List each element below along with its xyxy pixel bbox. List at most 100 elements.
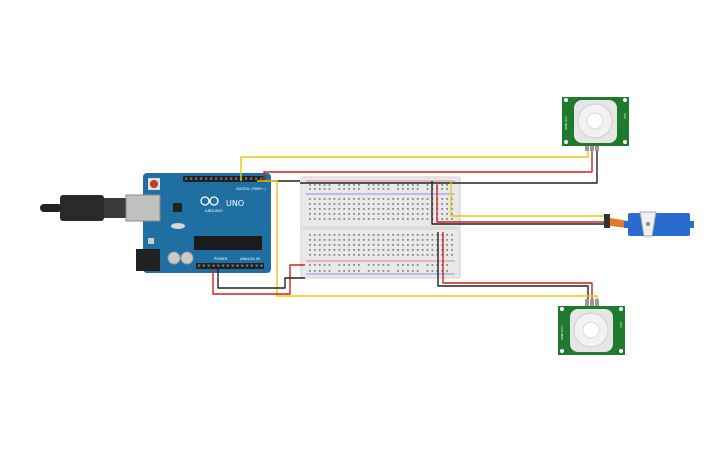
terminal-hole <box>333 239 336 241</box>
terminal-hole <box>372 198 375 200</box>
terminal-hole <box>348 244 350 246</box>
pir-sensor-bottom: GND OUT VCC <box>558 299 625 355</box>
terminal-hole <box>446 234 448 236</box>
rail-hole <box>407 264 409 266</box>
terminal-hole <box>348 249 350 251</box>
terminal-hole <box>328 249 331 251</box>
terminal-hole <box>372 254 375 256</box>
rail-hole <box>353 264 355 266</box>
terminal-hole <box>372 249 375 251</box>
rail-hole <box>382 188 385 190</box>
terminal-hole <box>343 203 346 205</box>
rail-hole <box>328 270 331 272</box>
terminal-hole <box>446 203 448 205</box>
rail-hole <box>407 184 409 186</box>
digital-pin <box>250 177 253 180</box>
rail-hole <box>348 264 350 266</box>
terminal-hole <box>328 254 331 256</box>
terminal-hole <box>348 203 350 205</box>
rail-hole <box>426 270 429 272</box>
digital-pin <box>225 177 228 180</box>
terminal-hole <box>411 218 414 220</box>
digital-pin <box>200 177 203 180</box>
terminal-hole <box>313 198 316 200</box>
terminal-hole <box>411 239 414 241</box>
rail-hole <box>441 184 444 186</box>
rail-hole <box>416 184 419 186</box>
terminal-hole <box>362 208 365 210</box>
terminal-hole <box>333 254 336 256</box>
rail-hole <box>328 184 331 186</box>
wire-pir-bottom-gnd <box>437 232 589 299</box>
terminal-hole <box>421 203 424 205</box>
rail-hole <box>323 188 326 190</box>
servo-motor <box>604 211 694 237</box>
terminal-hole <box>353 218 355 220</box>
power-label: POWER <box>214 257 228 261</box>
terminal-hole <box>353 203 355 205</box>
arduino-board: DIGITAL (PWM~) ARDUINO UNO POWER ANALOG … <box>125 173 271 273</box>
terminal-hole <box>431 239 434 241</box>
terminal-hole <box>348 254 350 256</box>
rail-hole <box>411 188 414 190</box>
rail-hole <box>416 188 419 190</box>
terminal-hole <box>407 208 409 210</box>
terminal-hole <box>328 234 331 236</box>
logo-left-loop <box>200 196 210 206</box>
digital-pin <box>195 177 198 180</box>
rail-hole <box>367 184 370 186</box>
servo-horn-screw <box>646 222 650 226</box>
rail-hole <box>441 188 444 190</box>
digital-pin <box>205 177 208 180</box>
power-pin <box>202 264 205 267</box>
terminal-hole <box>313 218 316 220</box>
pir-bottom-pin-1 <box>585 299 589 306</box>
rail-hole <box>416 264 419 266</box>
terminal-hole <box>416 249 419 251</box>
rail-hole <box>431 270 434 272</box>
rail-hole <box>348 188 350 190</box>
digital-pin <box>220 177 223 180</box>
terminal-hole <box>362 254 365 256</box>
terminal-hole <box>343 244 346 246</box>
terminal-hole <box>372 244 375 246</box>
rail-hole <box>367 264 370 266</box>
rail-hole <box>343 184 346 186</box>
rail-hole <box>382 264 385 266</box>
terminal-hole <box>353 249 355 251</box>
power-pin <box>246 264 249 267</box>
terminal-hole <box>309 208 311 210</box>
terminal-hole <box>328 239 331 241</box>
terminal-hole <box>358 213 360 215</box>
terminal-hole <box>446 213 448 215</box>
terminal-hole <box>407 249 409 251</box>
terminal-hole <box>402 203 404 205</box>
rail-hole <box>318 270 321 272</box>
terminal-hole <box>348 239 350 241</box>
terminal-hole <box>377 234 380 236</box>
terminal-hole <box>367 249 370 251</box>
pir-top-pin-1 <box>585 146 589 151</box>
wire-servo-gnd <box>431 181 605 225</box>
terminal-hole <box>367 244 370 246</box>
terminal-hole <box>338 244 341 246</box>
wire-pir-top-vcc <box>263 147 593 180</box>
terminal-hole <box>397 203 399 205</box>
terminal-hole <box>338 254 341 256</box>
reset-button[interactable] <box>150 180 158 188</box>
digital-pin <box>190 177 193 180</box>
terminal-hole <box>402 239 404 241</box>
rail-hole <box>358 184 360 186</box>
terminal-hole <box>333 234 336 236</box>
terminal-hole <box>328 213 331 215</box>
terminal-hole <box>353 254 355 256</box>
terminal-hole <box>451 254 453 256</box>
rail-hole <box>318 188 321 190</box>
terminal-hole <box>382 203 385 205</box>
rail-hole <box>446 270 448 272</box>
arduino-brand: ARDUINO <box>205 208 223 213</box>
terminal-hole <box>392 208 395 210</box>
rail-hole <box>411 270 414 272</box>
